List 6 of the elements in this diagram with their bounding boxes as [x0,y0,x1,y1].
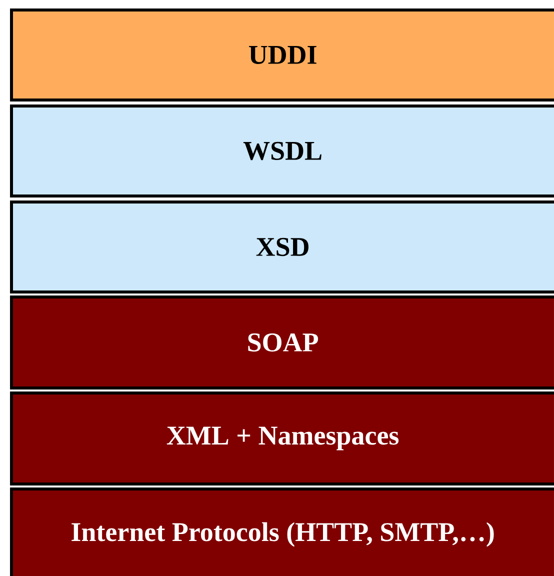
layer-box: UDDI [10,8,554,102]
layer-box: SOAP [10,296,554,390]
layer-box: XSD [10,200,554,294]
layer-box: XML + Namespaces [10,392,554,486]
layer-box: WSDL [10,104,554,198]
layer-box: Internet Protocols (HTTP, SMTP,…) [10,488,554,576]
